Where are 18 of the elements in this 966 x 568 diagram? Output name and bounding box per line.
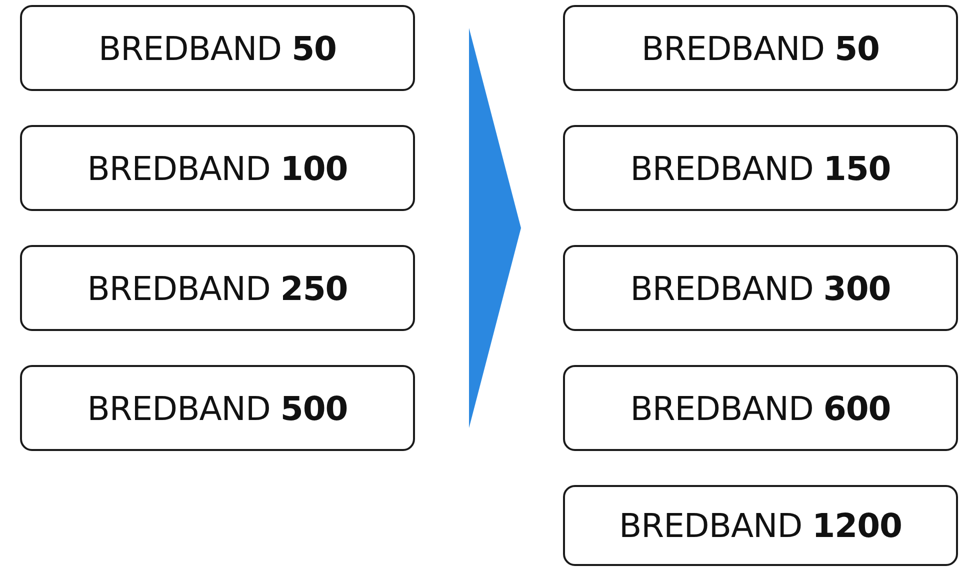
plan-box [563,365,958,451]
plan-box [20,245,415,331]
plan-name: BREDBAND 600 [630,388,891,428]
plan-name: BREDBAND 50 [98,28,337,68]
plan-box [20,365,415,451]
plan-name: BREDBAND 150 [630,148,891,188]
plan-name: BREDBAND 500 [87,388,348,428]
plan-name: BREDBAND 50 [641,28,880,68]
plan-box [20,5,415,91]
plan-box [563,245,958,331]
plan-name: BREDBAND 300 [630,268,891,308]
plan-name: BREDBAND 250 [87,268,348,308]
plan-box [563,485,958,566]
plan-name: BREDBAND 1200 [619,506,902,545]
plan-box [563,5,958,91]
plan-name: BREDBAND 100 [87,148,348,188]
plan-box [20,125,415,211]
plan-box [563,125,958,211]
